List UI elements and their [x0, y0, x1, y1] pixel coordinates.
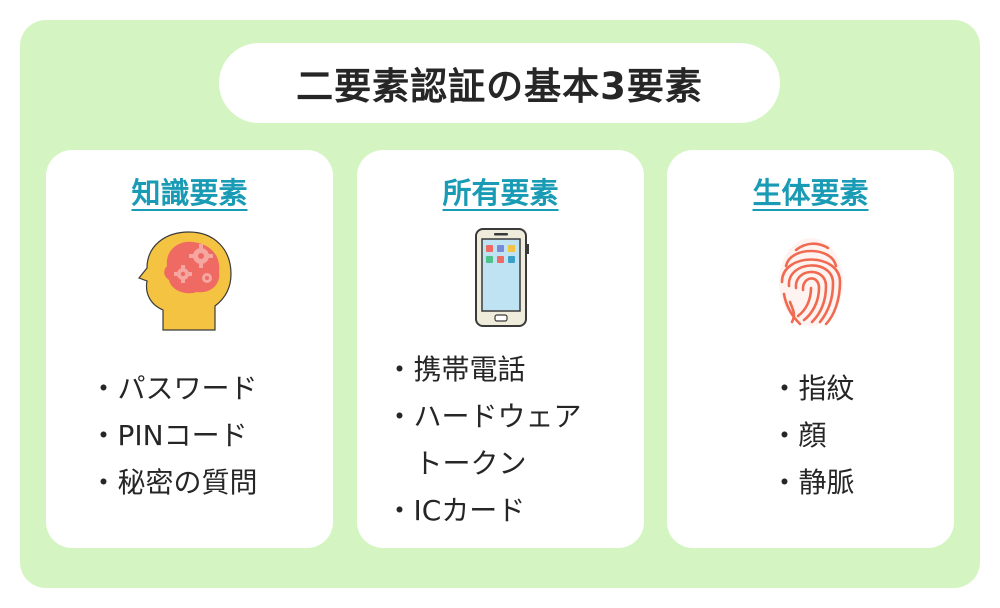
card-heading-biometric: 生体要素	[752, 176, 869, 210]
fingerprint-icon	[778, 238, 843, 326]
card-list-biometric: ・指紋 ・顔 ・静脈	[667, 365, 954, 506]
brain-gears-icon	[137, 231, 232, 331]
smartphone-icon	[474, 228, 529, 327]
card-biometric: 生体要素 ・指紋 ・顔 ・静脈	[667, 150, 954, 548]
list-item: ・顔	[770, 419, 827, 452]
list-item: ・ハードウェア	[385, 400, 582, 433]
card-heading-knowledge: 知識要素	[131, 176, 248, 210]
list-item: ・静脈	[770, 466, 855, 499]
list-item: ・携帯電話	[385, 353, 526, 386]
list-item: ・指紋	[770, 372, 855, 405]
list-item: ・ICカード	[385, 494, 526, 527]
title-banner: 二要素認証の基本3要素	[219, 43, 780, 123]
card-possession: 所有要素 ・携帯電話 ・ハードウェア トークン ・ICカード	[357, 150, 644, 548]
card-list-knowledge: ・パスワード ・PINコード ・秘密の質問	[46, 365, 333, 506]
list-item: トークン	[414, 447, 527, 480]
list-item: ・PINコード	[89, 419, 248, 452]
card-list-possession: ・携帯電話 ・ハードウェア トークン ・ICカード	[357, 346, 644, 534]
card-knowledge: 知識要素 ・パスワード ・PINコード ・秘密の質問	[46, 150, 333, 548]
card-heading-possession: 所有要素	[442, 176, 559, 210]
page-title: 二要素認証の基本3要素	[296, 65, 703, 108]
list-item: ・パスワード	[89, 372, 258, 405]
list-item: ・秘密の質問	[89, 466, 258, 499]
